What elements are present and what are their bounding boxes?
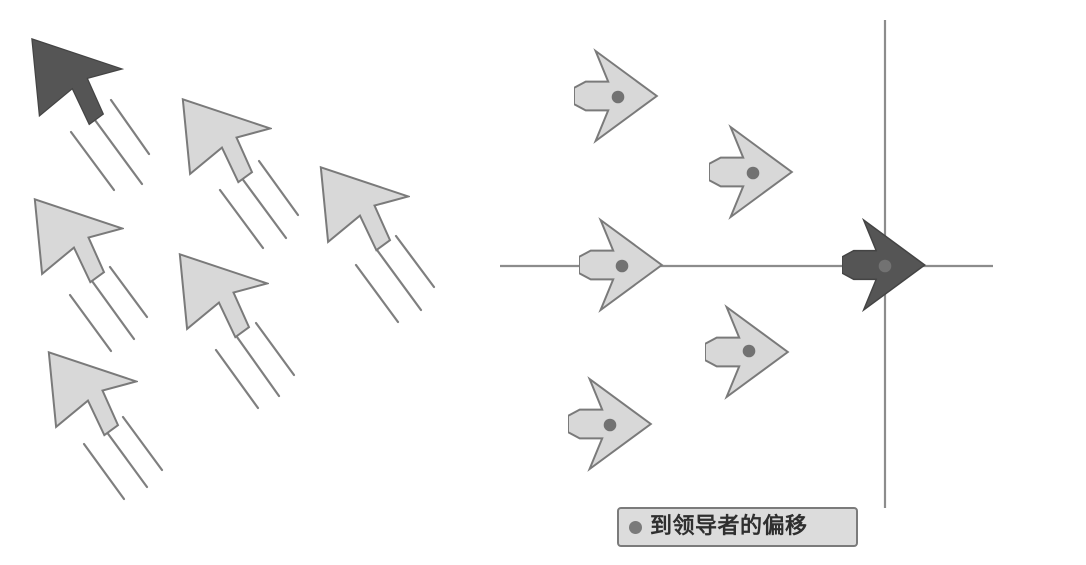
legend-label: 到领导者的偏移	[650, 514, 808, 539]
formation-follower	[705, 305, 789, 399]
formation-follower	[568, 377, 652, 471]
legend-box: 到领导者的偏移	[617, 507, 858, 547]
follower-arrow	[47, 351, 138, 437]
follower-motion-lines-1	[218, 159, 300, 250]
legend-dot-icon	[629, 520, 642, 534]
follower-motion-lines-4	[214, 321, 296, 410]
leader-motion-lines	[69, 98, 151, 192]
motion-lines-group	[68, 98, 436, 501]
follower-arrow	[33, 198, 124, 284]
leader-arrow	[31, 38, 123, 126]
follower-motion-lines-2	[354, 234, 436, 324]
formation-leader	[842, 219, 926, 311]
follower-arrows-left	[33, 98, 410, 437]
follower-motion-lines-3	[68, 265, 149, 353]
formation-follower	[579, 218, 663, 312]
formation-followers	[568, 49, 793, 471]
follower-arrow	[319, 166, 410, 252]
left-flock-group	[31, 38, 436, 501]
follower-motion-lines-5	[82, 415, 164, 501]
follower-arrow	[181, 98, 272, 184]
formation-follower	[574, 49, 658, 143]
follower-arrow	[178, 253, 269, 339]
formation-follower	[709, 125, 793, 219]
right-formation-group	[500, 20, 993, 508]
